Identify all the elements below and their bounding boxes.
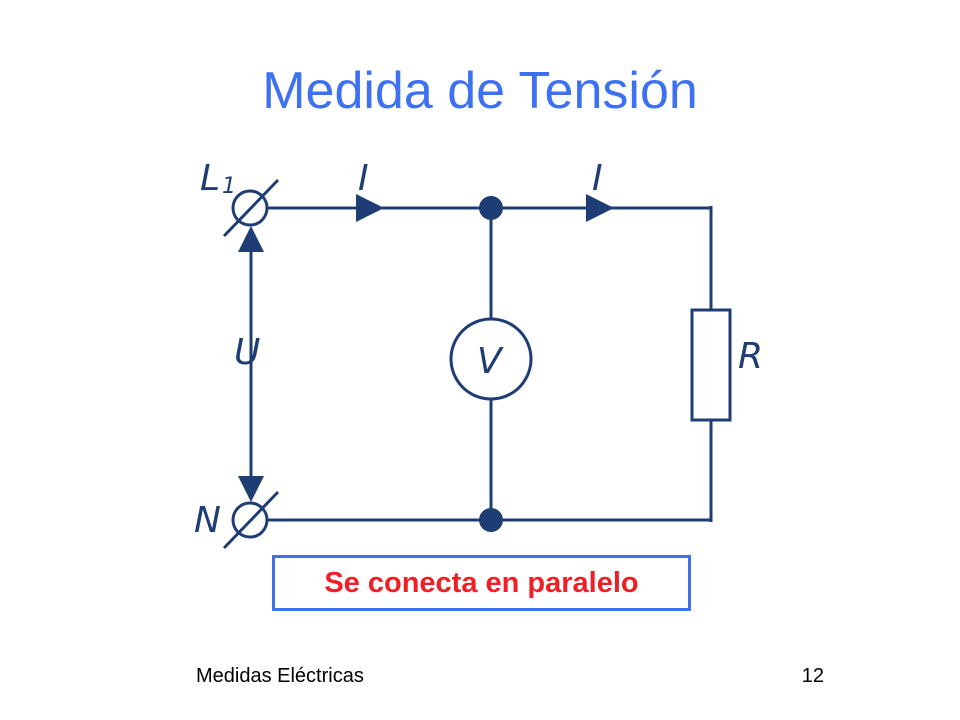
voltage-label: U — [234, 332, 260, 373]
voltmeter-label: V — [477, 341, 504, 382]
current-arrow-left — [356, 194, 384, 222]
voltmeter-symbol — [449, 317, 533, 401]
page-number: 12 — [801, 665, 824, 687]
resistor-symbol — [690, 308, 732, 422]
l1-label: L — [200, 158, 220, 199]
junction-bottom — [479, 508, 503, 532]
terminal-l1 — [222, 178, 280, 238]
callout-text: Se conecta en paralelo — [324, 566, 639, 599]
callout-box: Se conecta en paralelo — [272, 555, 691, 611]
junction-top — [479, 196, 503, 220]
current-label-right: I — [592, 158, 603, 199]
neutral-label: N — [194, 500, 221, 541]
resistor-label: R — [738, 336, 763, 377]
l1-subscript: 1 — [222, 174, 236, 199]
voltage-arrowhead-up — [238, 226, 264, 252]
footer-title: Medidas Eléctricas — [196, 665, 364, 687]
current-label-left: I — [358, 158, 369, 199]
current-arrow-right — [586, 194, 614, 222]
terminal-n — [222, 490, 280, 550]
voltage-arrowhead-down — [238, 476, 264, 502]
slide-title: Medida de Tensión — [262, 62, 698, 120]
